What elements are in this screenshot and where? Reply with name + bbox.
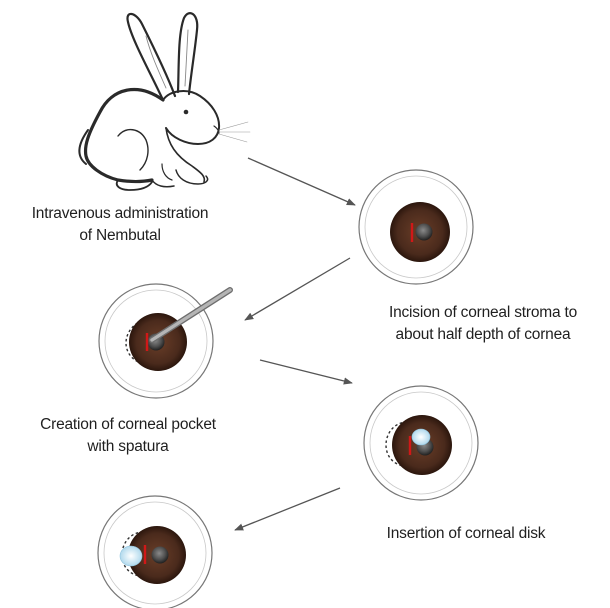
rabbit-illustration xyxy=(79,13,250,190)
caption-line: Incision of corneal stroma to xyxy=(356,302,610,324)
arrow-disk-insertion-to-final xyxy=(235,488,340,530)
eye-disk-inserted xyxy=(98,496,212,608)
caption-corneal-incision: Incision of corneal stroma to about half… xyxy=(356,302,610,346)
eye-disk-insertion xyxy=(364,386,478,500)
caption-line: Creation of corneal pocket xyxy=(8,414,248,436)
caption-line: about half depth of cornea xyxy=(356,324,610,346)
arrow-pocket-to-disk-insertion xyxy=(260,360,352,383)
eye-pocket-creation xyxy=(99,284,230,398)
eye-incision xyxy=(359,170,473,284)
corneal-disk xyxy=(120,546,142,566)
caption-line: Intravenous administration xyxy=(0,203,240,225)
arrow-incision-to-pocket xyxy=(245,258,350,320)
caption-intravenous-administration: Intravenous administration of Nembutal xyxy=(0,203,240,247)
corneal-disk xyxy=(412,429,430,445)
caption-disk-insertion: Insertion of corneal disk xyxy=(356,523,576,545)
caption-line: Insertion of corneal disk xyxy=(356,523,576,545)
arrow-rabbit-to-incision xyxy=(248,158,355,205)
caption-corneal-pocket: Creation of corneal pocket with spatura xyxy=(8,414,248,458)
caption-line: with spatura xyxy=(8,436,248,458)
flow-arrows xyxy=(235,158,355,530)
caption-line: of Nembutal xyxy=(0,225,240,247)
